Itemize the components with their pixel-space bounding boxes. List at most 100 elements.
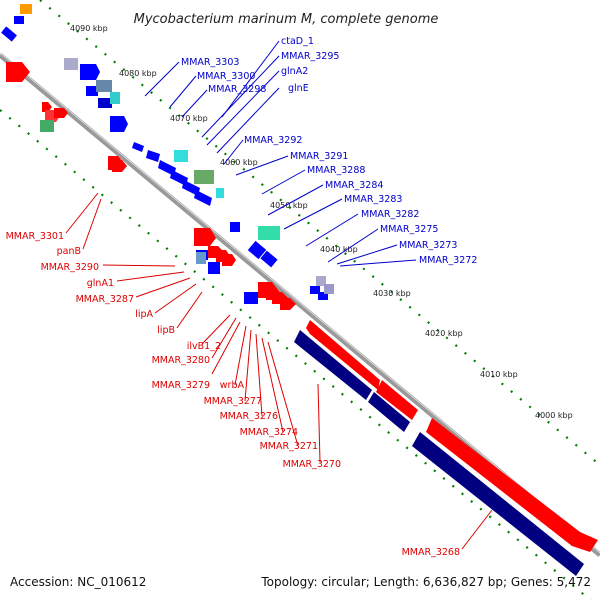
- scale-tick: 4020 kbp: [425, 329, 463, 338]
- gene-other: [110, 92, 120, 104]
- scale-ticks: 4090 kbp 4080 kbp 4070 kbp 4060 kbp 4050…: [70, 24, 573, 420]
- gene-label: MMAR_3300: [197, 71, 255, 82]
- gene-other: [64, 58, 78, 70]
- gene-MMAR_3301: [6, 62, 30, 82]
- leader-line: [305, 213, 359, 247]
- gc-track-inner: [0, 109, 593, 600]
- gene-label: MMAR_3284: [325, 180, 383, 191]
- leader-line: [221, 40, 280, 118]
- gene-label: glnA2: [281, 66, 308, 77]
- gene-MMAR_3275: [260, 250, 278, 268]
- leader-line: [267, 341, 299, 447]
- map-title: Mycobacterium marinum M, complete genome: [134, 12, 439, 27]
- gene-other: [174, 150, 188, 162]
- gene-wrbA: [280, 298, 296, 310]
- gene-label: MMAR_3271: [260, 441, 318, 452]
- gene-reverse-mid: [208, 262, 220, 274]
- leader-line: [244, 329, 252, 402]
- gene-other: [196, 252, 206, 264]
- gene-label: MMAR_3282: [361, 209, 419, 220]
- gene-MMAR_3303: [86, 86, 98, 96]
- gene-MMAR_3274: [294, 330, 372, 400]
- gene-glnE: [146, 150, 160, 162]
- other-genes: [20, 4, 334, 294]
- forward-label-leaders: [65, 192, 493, 550]
- gene-other: [194, 170, 214, 184]
- gene-label: MMAR_3270: [283, 459, 341, 470]
- gene-other: [324, 284, 334, 294]
- leader-line: [169, 75, 197, 108]
- scale-tick: 4000 kbp: [535, 411, 573, 420]
- reverse-gene-labels: ctaD_1 MMAR_3303 MMAR_3295 MMAR_3300 gln…: [181, 36, 477, 266]
- leader-line: [317, 383, 321, 463]
- scale-tick: 4040 kbp: [320, 245, 358, 254]
- gene-glnA2: [110, 116, 128, 132]
- leader-line: [82, 198, 102, 250]
- gc-track-outer: [39, 0, 600, 466]
- forward-strand-genes: [6, 62, 598, 552]
- gene-label: MMAR_3268: [402, 547, 460, 558]
- leader-line: [261, 169, 306, 195]
- scale-tick: 4050 kbp: [270, 201, 308, 210]
- leader-line: [201, 55, 280, 138]
- leader-line: [223, 139, 244, 165]
- scale-tick: 4060 kbp: [220, 158, 258, 167]
- leader-line: [267, 184, 324, 216]
- gene-label: MMAR_3290: [41, 262, 99, 273]
- gene-label: MMAR_3292: [244, 135, 302, 146]
- gene-label: MMAR_3288: [307, 165, 365, 176]
- leader-line: [283, 198, 343, 230]
- gene-MMAR_3277: [412, 432, 584, 576]
- gene-label: MMAR_3275: [380, 224, 438, 235]
- gene-label: MMAR_3280: [152, 355, 210, 366]
- leader-line: [261, 337, 284, 433]
- leader-line: [154, 283, 197, 314]
- gene-label: MMAR_3276: [220, 411, 278, 422]
- gene-MMAR_3268: [426, 418, 598, 552]
- leader-line: [327, 228, 379, 263]
- leader-line: [336, 244, 398, 265]
- gene-label: glnA1: [87, 278, 114, 289]
- reverse-label-leaders: [144, 40, 417, 267]
- gene-other: [96, 80, 112, 92]
- scale-tick: 4080 kbp: [119, 69, 157, 78]
- topology-text: Topology: circular; Length: 6,636,827 bp…: [260, 575, 591, 589]
- gene-forward-small: [54, 108, 68, 118]
- scale-tick: 4030 kbp: [373, 289, 411, 298]
- gene-other: [40, 120, 54, 132]
- leader-line: [144, 61, 180, 97]
- gene-label: lipB: [157, 325, 175, 336]
- leader-line: [211, 317, 237, 359]
- gene-MMAR_3276: [368, 392, 410, 432]
- gene-MMAR_3284: [194, 190, 212, 206]
- gene-label: ctaD_1: [281, 36, 314, 47]
- forward-gene-labels: MMAR_3301 panB MMAR_3290 glnA1 MMAR_3287…: [6, 231, 460, 558]
- gene-MMAR_3290: [112, 160, 127, 172]
- scale-tick: 4090 kbp: [70, 24, 108, 33]
- leader-line: [206, 70, 280, 146]
- gene-other: [316, 276, 326, 286]
- scale-tick: 4070 kbp: [170, 114, 208, 123]
- gene-label: MMAR_3298: [208, 84, 266, 95]
- gene-label: glnE: [288, 83, 309, 94]
- leader-line: [461, 509, 493, 550]
- gene-other: [20, 4, 32, 14]
- leader-line: [339, 259, 417, 267]
- gene-reverse-top: [14, 16, 24, 24]
- gene-lipB: [222, 254, 236, 266]
- gene-label: MMAR_3273: [399, 240, 457, 251]
- leader-line: [211, 321, 241, 375]
- leader-line: [135, 277, 191, 298]
- gene-label: MMAR_3274: [240, 427, 298, 438]
- gene-label: MMAR_3272: [419, 255, 477, 266]
- gene-label: MMAR_3287: [76, 294, 134, 305]
- gene-label: MMAR_3303: [181, 57, 239, 68]
- backbone-highlight: [0, 52, 600, 554]
- gene-MMAR_3298: [132, 142, 144, 152]
- gene-MMAR_3273: [310, 286, 320, 294]
- leader-line: [216, 87, 280, 154]
- gene-label: panB: [57, 246, 81, 257]
